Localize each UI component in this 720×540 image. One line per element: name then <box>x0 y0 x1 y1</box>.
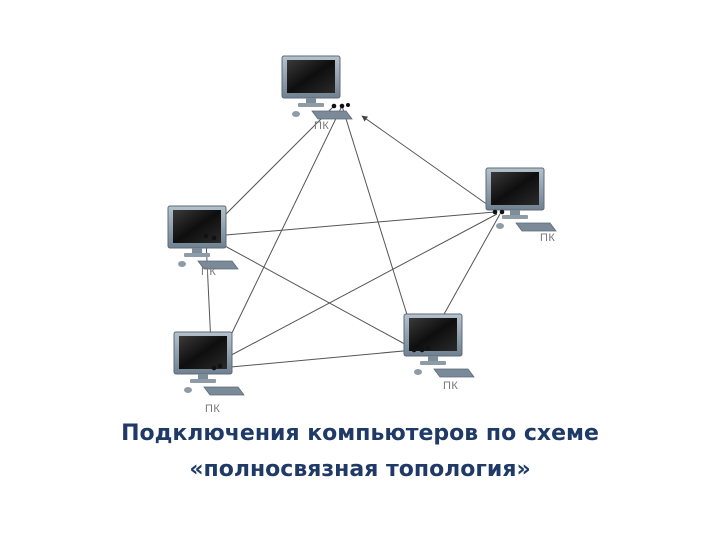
pc-left <box>167 205 239 270</box>
pc-right <box>485 167 557 232</box>
pc-top <box>281 55 353 120</box>
pc-bottom-left <box>173 331 245 396</box>
link-top-left <box>205 105 335 235</box>
pc-bottom-right <box>403 313 475 378</box>
link-left-bottom-right <box>213 239 413 349</box>
link-right-bottom-left <box>221 213 498 361</box>
pc-label-right: ПК <box>540 232 556 244</box>
link-top-bottom-right <box>341 105 419 351</box>
pc-label-top: ПК <box>314 120 330 132</box>
port-dots <box>203 103 505 371</box>
links <box>205 105 501 371</box>
link-bottom-left-bottom-right <box>219 349 415 369</box>
pc-label-bottom-right: ПК <box>443 380 459 392</box>
link-right-top <box>361 115 496 211</box>
caption: Подключения компьютеров по схеме «полнос… <box>0 416 720 488</box>
link-right-left <box>213 211 496 239</box>
pc-label-bottom-left: ПК <box>205 403 221 415</box>
pc-label-left: ПК <box>201 266 217 278</box>
caption-line-1: Подключения компьютеров по схеме <box>121 421 599 446</box>
caption-line-2: «полносвязная топология» <box>189 457 531 482</box>
link-top-bottom-left <box>213 105 343 371</box>
